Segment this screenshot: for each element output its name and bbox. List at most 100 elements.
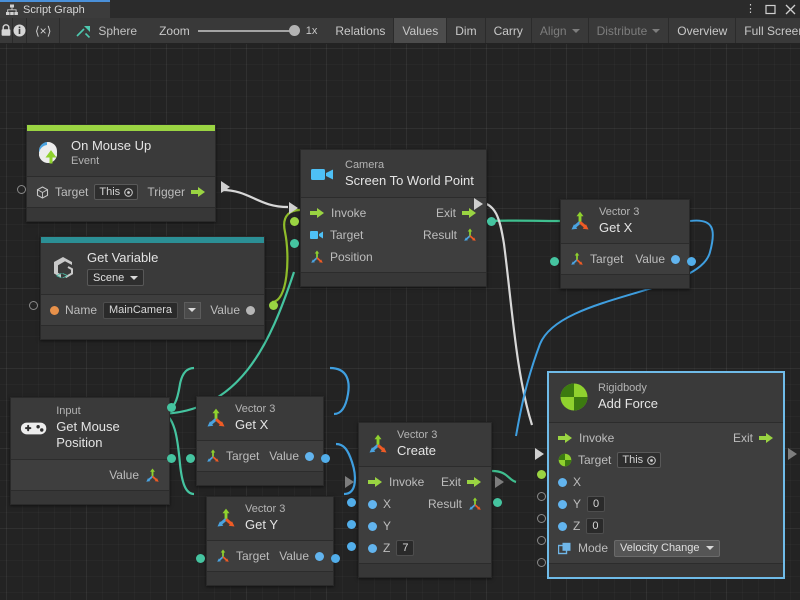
button-full-screen[interactable]: Full Screen: [736, 18, 800, 43]
port-result[interactable]: Result: [423, 228, 477, 242]
port-dot-invoke-in[interactable]: [289, 202, 298, 214]
target-picker-icon[interactable]: [124, 188, 133, 197]
port-target[interactable]: Target: [206, 449, 259, 463]
node-get-variable[interactable]: <> Get Variable Scene Name Mai: [40, 236, 265, 340]
node-vector3-get-y[interactable]: Vector 3 Get Y Target Value: [206, 496, 334, 586]
port-mode[interactable]: Mode Velocity Change: [558, 540, 720, 557]
lock-button[interactable]: [0, 18, 13, 43]
port-dot-value-out-upper[interactable]: [167, 403, 176, 412]
z-value-input[interactable]: 0: [586, 518, 604, 534]
port-z[interactable]: Z 0: [558, 518, 604, 534]
port-dot-target-in[interactable]: [196, 554, 205, 563]
zoom-control[interactable]: Zoom 1x: [149, 18, 327, 43]
node-rigidbody-add-force[interactable]: Rigidbody Add Force Invoke Exit: [548, 372, 784, 578]
maximize-icon[interactable]: [765, 4, 776, 15]
port-value[interactable]: Value: [269, 449, 314, 463]
port-x[interactable]: X: [368, 497, 391, 511]
port-dot-x-in[interactable]: [347, 498, 356, 507]
zoom-slider-knob[interactable]: [289, 25, 300, 36]
port-dot-x-in[interactable]: [537, 492, 546, 501]
port-exit[interactable]: Exit: [441, 475, 482, 489]
code-button[interactable]: ⟨×⟩: [27, 18, 60, 43]
target-value-pill[interactable]: This: [94, 184, 138, 200]
button-overview[interactable]: Overview: [669, 18, 736, 43]
port-dot-value-out[interactable]: [687, 257, 696, 266]
window-buttons: ⋮: [745, 0, 796, 18]
port-z[interactable]: Z 7: [368, 540, 414, 556]
port-target[interactable]: Target: [570, 252, 623, 266]
tab-script-graph[interactable]: Script Graph: [0, 0, 110, 18]
port-dot-position-in[interactable]: [290, 239, 299, 248]
port-dot-exit-out[interactable]: [788, 448, 797, 460]
port-dot-target-in[interactable]: [186, 454, 195, 463]
port-value[interactable]: Value: [109, 468, 160, 483]
port-position[interactable]: Position: [310, 250, 373, 264]
port-y[interactable]: Y 0: [558, 496, 605, 512]
close-icon[interactable]: [785, 4, 796, 15]
z-value-input[interactable]: 7: [396, 540, 414, 556]
port-invoke[interactable]: Invoke: [368, 475, 424, 489]
kebab-menu-icon[interactable]: ⋮: [745, 4, 756, 15]
port-target[interactable]: Target: [216, 549, 269, 563]
port-dot-trigger-out[interactable]: [221, 181, 230, 193]
port-dot-value-out[interactable]: [167, 454, 176, 463]
port-trigger[interactable]: Trigger: [147, 185, 206, 199]
force-mode-dropdown[interactable]: Velocity Change: [614, 540, 720, 557]
port-dot-value-out[interactable]: [331, 554, 340, 563]
port-dot-z-in[interactable]: [537, 536, 546, 545]
port-dot-value-out[interactable]: [321, 454, 330, 463]
graph-canvas[interactable]: On Mouse Up Event Target This: [0, 44, 800, 600]
node-vector3-create[interactable]: Vector 3 Create Invoke Exit: [358, 422, 492, 578]
port-dot-y-in[interactable]: [537, 514, 546, 523]
node-input-get-mouse-position[interactable]: Input Get Mouse Position Value: [10, 397, 170, 505]
port-dot-mode-in[interactable]: [537, 558, 546, 567]
variable-scope-dropdown[interactable]: Scene: [87, 269, 144, 286]
port-dot-y-in[interactable]: [347, 520, 356, 529]
port-dot-value-out[interactable]: [269, 301, 278, 310]
port-x[interactable]: X: [558, 475, 581, 489]
port-dot-name-in[interactable]: [29, 301, 38, 310]
node-vector3-get-x-top[interactable]: Vector 3 Get X Target Value: [560, 199, 690, 289]
button-relations[interactable]: Relations: [327, 18, 394, 43]
port-name[interactable]: Name MainCamera: [50, 302, 201, 319]
port-dot-target-in[interactable]: [537, 470, 546, 479]
node-camera-screen-to-world-point[interactable]: Camera Screen To World Point Invoke Exit: [300, 149, 487, 287]
port-target[interactable]: Target This: [558, 452, 661, 468]
port-result[interactable]: Result: [428, 497, 482, 511]
button-carry[interactable]: Carry: [486, 18, 532, 43]
port-dot-target-in[interactable]: [550, 257, 559, 266]
port-value[interactable]: Value: [635, 252, 680, 266]
port-dot-result-out[interactable]: [487, 217, 496, 226]
variable-name-dropdown-button[interactable]: [184, 302, 201, 319]
port-target[interactable]: Target: [310, 228, 363, 242]
port-dot-target-in[interactable]: [17, 185, 26, 194]
port-dot-exit-out[interactable]: [495, 476, 504, 488]
port-invoke[interactable]: Invoke: [310, 206, 366, 220]
port-dot-exit-out[interactable]: [474, 198, 483, 210]
port-invoke[interactable]: Invoke: [558, 431, 614, 445]
port-dot-invoke-in[interactable]: [345, 476, 354, 488]
variable-name-input[interactable]: MainCamera: [103, 302, 178, 319]
target-picker-icon[interactable]: [647, 456, 656, 465]
port-exit[interactable]: Exit: [733, 431, 774, 445]
graph-object-field[interactable]: Sphere: [60, 18, 149, 43]
info-button[interactable]: [13, 18, 27, 43]
button-align[interactable]: Align: [532, 18, 589, 43]
node-on-mouse-up[interactable]: On Mouse Up Event Target This: [26, 124, 216, 222]
port-value[interactable]: Value: [279, 549, 324, 563]
port-value[interactable]: Value: [210, 303, 255, 317]
target-value-pill[interactable]: This: [617, 452, 661, 468]
port-target[interactable]: Target This: [36, 184, 138, 200]
node-vector3-get-x[interactable]: Vector 3 Get X Target Value: [196, 396, 324, 486]
button-dim[interactable]: Dim: [447, 18, 485, 43]
port-dot-result-out[interactable]: [493, 498, 502, 507]
port-dot-z-in[interactable]: [347, 542, 356, 551]
port-dot-invoke-in[interactable]: [535, 448, 544, 460]
port-dot-target-in[interactable]: [290, 217, 299, 226]
zoom-slider[interactable]: [198, 24, 298, 38]
y-value-input[interactable]: 0: [587, 496, 605, 512]
button-distribute[interactable]: Distribute: [589, 18, 670, 43]
port-y[interactable]: Y: [368, 519, 391, 533]
button-values[interactable]: Values: [394, 18, 447, 43]
port-exit[interactable]: Exit: [436, 206, 477, 220]
